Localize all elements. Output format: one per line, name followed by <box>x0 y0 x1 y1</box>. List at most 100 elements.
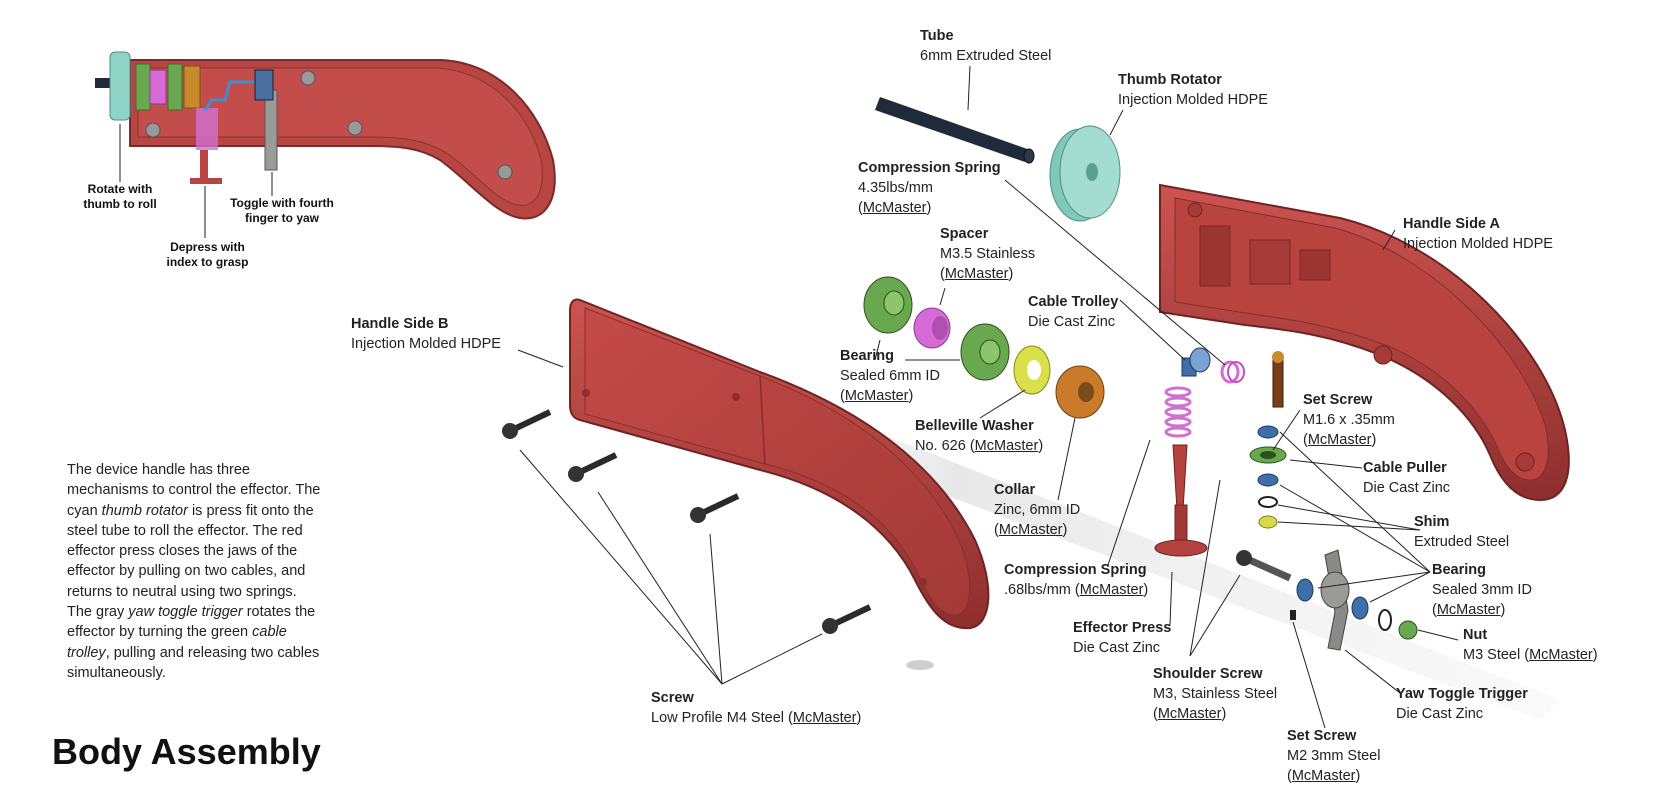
label-yaw-trigger-name: Yaw Toggle Trigger <box>1396 686 1528 702</box>
mcmaster-link[interactable]: McMaster <box>1291 768 1356 784</box>
label-set-screw-2: Set Screw M2 3mm Steel (McMaster) <box>1287 726 1380 786</box>
label-handle-b-name: Handle Side B <box>351 316 449 332</box>
mcmaster-link[interactable]: McMaster <box>1436 602 1501 618</box>
inset-handle-inner <box>137 67 543 206</box>
nut-yellow <box>1258 515 1278 529</box>
label-tube-spec: 6mm Extruded Steel <box>920 48 1052 64</box>
shim <box>1258 496 1278 508</box>
bearing-blue-3 <box>1296 578 1314 602</box>
label-washer-name: Belleville Washer <box>915 418 1034 434</box>
mcmaster-link[interactable]: McMaster <box>1079 582 1144 598</box>
label-cable-puller-name: Cable Puller <box>1363 460 1447 476</box>
mcmaster-link[interactable]: McMaster <box>792 710 857 726</box>
label-cs1-spec: 4.35lbs/mm <box>858 180 933 196</box>
inset-thumb-rotator <box>109 51 131 121</box>
label-effector-press-spec: Die Cast Zinc <box>1073 640 1161 656</box>
handle-a-rib-3 <box>1299 249 1331 281</box>
inset-bearing-a <box>135 63 151 111</box>
label-cable-puller-spec: Die Cast Zinc <box>1363 480 1451 496</box>
label-nut: Nut M3 Steel (McMaster) <box>1463 625 1598 665</box>
description-text: The device handle has three mechanisms t… <box>67 462 321 519</box>
label-screw-spec: Low Profile M4 Steel <box>651 710 789 726</box>
mcmaster-link[interactable]: McMaster <box>1529 647 1593 663</box>
ground-shadow <box>800 410 1560 720</box>
label-shim: Shim Extruded Steel <box>1414 512 1509 552</box>
handle-side-b <box>569 298 990 630</box>
label-tube-name: Tube <box>920 28 954 44</box>
inset-press <box>200 150 208 180</box>
inset-press-base <box>190 178 222 184</box>
caption-depress: Depress with index to grasp <box>160 240 255 270</box>
mcmaster-link[interactable]: McMaster <box>1157 706 1222 722</box>
description-text: , pulling and releasing two cables simul… <box>67 644 320 681</box>
description-text: rotates the effector by turning the gree… <box>67 604 316 641</box>
label-cs1-name: Compression Spring <box>858 160 1001 176</box>
label-handle-side-a: Handle Side A Injection Molded HDPE <box>1403 214 1553 254</box>
inset-bearing-b <box>167 63 183 111</box>
caption-rotate-line1: Rotate with <box>87 182 153 196</box>
caption-toggle-line2: finger to yaw <box>244 211 319 225</box>
mcmaster-link[interactable]: McMaster <box>844 388 909 404</box>
inset-screw-3 <box>347 120 363 136</box>
mcmaster-link[interactable]: McMaster <box>944 266 1009 282</box>
caption-rotate-line2: thumb to roll <box>83 197 157 211</box>
label-spacer-link-wrap: (McMaster) <box>940 266 1014 282</box>
bearing-blue-1 <box>1257 425 1279 439</box>
label-bearing1-name: Bearing <box>840 348 894 364</box>
label-shoulder-screw-link-wrap: (McMaster) <box>1153 706 1227 722</box>
label-cable-trolley: Cable Trolley Die Cast Zinc <box>1028 292 1118 332</box>
inset-tube <box>95 78 113 88</box>
label-screw: Screw Low Profile M4 Steel (McMaster) <box>651 688 861 728</box>
screw-leaders <box>519 449 823 685</box>
mcmaster-link[interactable]: McMaster <box>974 438 1039 454</box>
label-cable-trolley-name: Cable Trolley <box>1028 294 1119 310</box>
label-effector-press-name: Effector Press <box>1073 620 1172 636</box>
handle-b-face <box>584 307 970 616</box>
mcmaster-link[interactable]: McMaster <box>1307 432 1372 448</box>
description-emphasis: yaw toggle trigger <box>128 604 243 621</box>
label-spacer-spec: M3.5 Stainless <box>940 246 1036 262</box>
label-spacer-name: Spacer <box>940 226 989 242</box>
label-collar-link-wrap: (McMaster) <box>994 522 1068 538</box>
label-cs2-spec: .68lbs/mm <box>1004 582 1075 598</box>
set-screw-1 <box>1272 351 1284 408</box>
handle-a-rib-1 <box>1199 225 1231 287</box>
handle-b-hole-2 <box>732 393 740 401</box>
mcmaster-link[interactable]: McMaster <box>862 200 927 216</box>
inset-spacer <box>149 69 167 105</box>
description-paragraph: The device handle has three mechanisms t… <box>67 460 322 683</box>
label-collar-spec: Zinc, 6mm ID <box>994 502 1081 518</box>
handle-b-hole-1 <box>582 389 590 397</box>
label-cs2-name: Compression Spring <box>1004 562 1147 578</box>
press-spring <box>1164 386 1192 438</box>
yaw-toggle-trigger <box>1320 549 1350 651</box>
effector-press <box>1154 444 1208 557</box>
label-collar: Collar Zinc, 6mm ID (McMaster) <box>994 480 1080 540</box>
label-screw-spec-line: Low Profile M4 Steel (McMaster) <box>651 710 862 726</box>
bearing-blue-2 <box>1257 473 1279 487</box>
mcmaster-link[interactable]: McMaster <box>998 522 1063 538</box>
handle-a-boss-1 <box>1187 202 1203 218</box>
label-nut-name: Nut <box>1463 627 1488 643</box>
handle-a-rib-2 <box>1249 239 1291 285</box>
label-compression-spring-1: Compression Spring 4.35lbs/mm (McMaster) <box>858 158 1001 218</box>
nut-green <box>1398 620 1418 640</box>
description-emphasis: cable trolley <box>67 624 287 661</box>
caption-toggle: Toggle with fourth finger to yaw <box>222 196 342 226</box>
label-effector-press: Effector Press Die Cast Zinc <box>1073 618 1171 658</box>
screw-3 <box>690 493 740 523</box>
label-setscrew1-link-wrap: (McMaster) <box>1303 432 1377 448</box>
label-cable-trolley-spec: Die Cast Zinc <box>1028 314 1116 330</box>
label-belleville-washer: Belleville Washer No. 626 (McMaster) <box>915 416 1043 456</box>
inset-spring <box>196 108 218 150</box>
caption-rotate: Rotate with thumb to roll <box>75 182 165 212</box>
inset-cable <box>203 80 260 111</box>
screw-1 <box>502 409 552 439</box>
handle-a-boss-2 <box>1373 345 1393 365</box>
handle-b-seam <box>759 375 766 465</box>
label-handle-a-name: Handle Side A <box>1403 216 1500 232</box>
belleville-washer <box>1013 345 1051 395</box>
label-bearing1-spec: Sealed 6mm ID <box>840 368 940 384</box>
thumb-rotator <box>1049 125 1121 222</box>
